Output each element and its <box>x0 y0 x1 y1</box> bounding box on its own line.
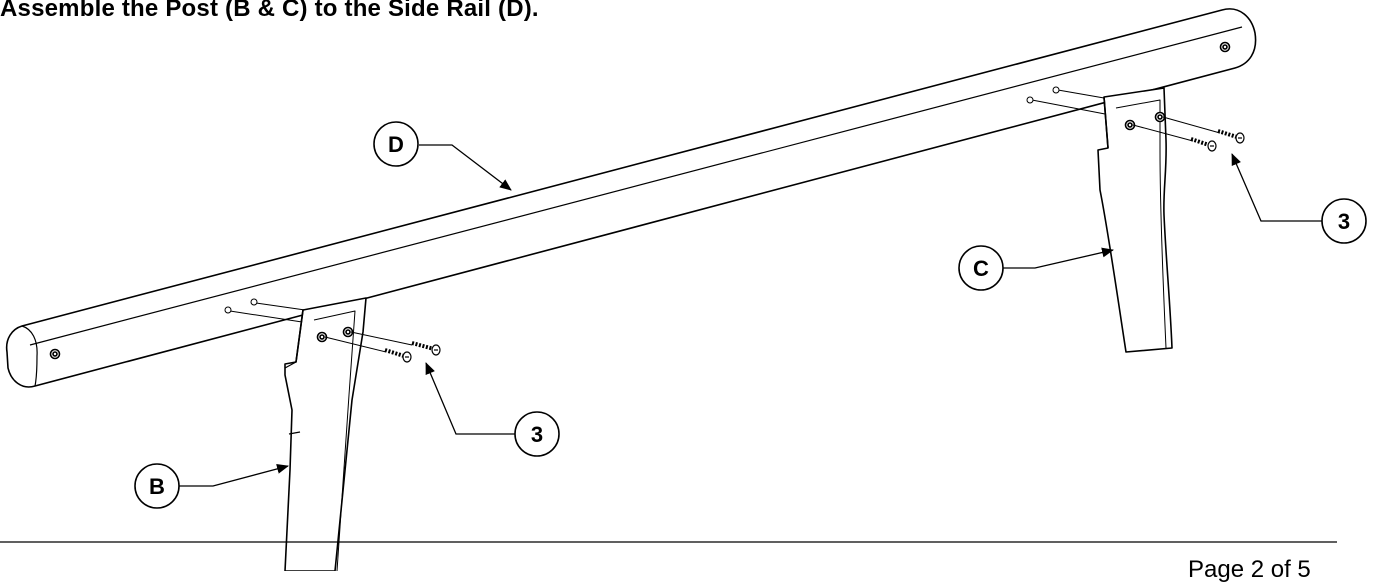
post-b <box>284 297 367 571</box>
callout-3-left-label: 3 <box>531 422 543 447</box>
screw-left-lower <box>384 348 412 363</box>
alignment-lines-right <box>1026 86 1221 142</box>
callout-b-label: B <box>149 474 165 499</box>
leader-lines <box>179 144 1322 487</box>
screw-right-lower <box>1190 137 1217 152</box>
callout-d-label: D <box>388 132 404 157</box>
leader-d <box>419 144 512 191</box>
callout-3-right-label: 3 <box>1338 209 1350 234</box>
side-rail-d <box>5 8 1257 388</box>
callout-c-label: C <box>973 256 989 281</box>
instruction-heading: Assemble the Post (B & C) to the Side Ra… <box>0 0 539 22</box>
callout-d: D <box>373 121 419 167</box>
leader-3-right <box>1231 153 1322 222</box>
screw-left-upper <box>411 341 441 356</box>
callout-3-right: 3 <box>1321 198 1367 244</box>
callout-3-left: 3 <box>514 411 560 457</box>
leader-3-left <box>425 362 515 435</box>
callout-c: C <box>958 245 1004 291</box>
assembly-diagram: D B C 3 3 <box>0 8 1367 571</box>
post-c <box>1097 87 1173 353</box>
callout-b: B <box>134 463 180 509</box>
screw-right-upper <box>1217 129 1245 144</box>
alignment-lines-left <box>224 298 413 353</box>
leader-c <box>1003 247 1114 269</box>
page-number: Page 2 of 5 <box>1188 556 1311 583</box>
leader-b <box>179 464 289 487</box>
